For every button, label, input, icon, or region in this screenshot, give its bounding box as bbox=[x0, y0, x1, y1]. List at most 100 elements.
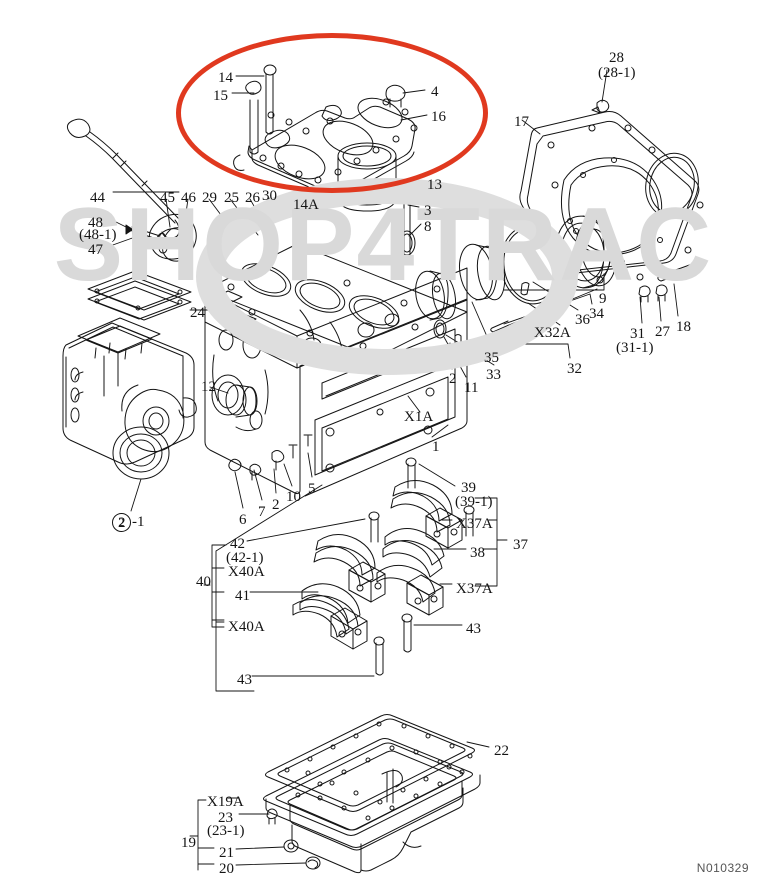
callout-x40a2: X40A bbox=[228, 619, 265, 635]
callout-n43a: 43 bbox=[466, 621, 481, 637]
seal-housing-part-35 bbox=[415, 270, 457, 321]
callout-n34: 34 bbox=[589, 306, 604, 322]
washer-part-8 bbox=[398, 230, 416, 256]
callout-n33: 33 bbox=[486, 367, 501, 383]
callout-n23: 23 bbox=[218, 810, 233, 826]
callout-n14: 14 bbox=[218, 70, 233, 86]
callout-n40: 40 bbox=[196, 574, 211, 590]
dipstick-part-44 bbox=[66, 118, 180, 239]
head-bolt-part-15 bbox=[245, 80, 262, 155]
callout-n7: 7 bbox=[258, 504, 266, 520]
nut-part-31 bbox=[638, 285, 651, 303]
callout-n18: 18 bbox=[676, 319, 691, 335]
pin-part-32 bbox=[520, 282, 530, 296]
circled-number-suffix: -1 bbox=[132, 514, 145, 530]
transmission-housing-part-2-1 bbox=[62, 317, 197, 480]
callout-n13: 13 bbox=[427, 177, 442, 193]
callout-n9: 9 bbox=[599, 291, 607, 307]
callout-n27: 27 bbox=[655, 324, 670, 340]
circled-number: 2 bbox=[112, 513, 131, 532]
callout-n39: 39 bbox=[461, 480, 476, 496]
callout-n35: 35 bbox=[484, 350, 499, 366]
callout-n48: 48 bbox=[88, 215, 103, 231]
callout-x37a2: X37A bbox=[456, 581, 493, 597]
callout-n14a: 14A bbox=[293, 197, 319, 213]
callout-x37a1: X37A bbox=[456, 516, 493, 532]
callout-circled-2-1: 2 -1 bbox=[112, 513, 145, 532]
callout-n20: 20 bbox=[219, 861, 234, 877]
dowel-pin-part-18 bbox=[657, 262, 699, 282]
nut-part-27 bbox=[655, 284, 668, 302]
callout-n48_1: (48-1) bbox=[79, 227, 117, 243]
oil-pan bbox=[263, 738, 481, 874]
callout-n41: 41 bbox=[235, 588, 250, 604]
drain-plug-part-23 bbox=[266, 808, 278, 825]
callout-n38: 38 bbox=[470, 545, 485, 561]
callout-n46: 46 bbox=[181, 190, 196, 206]
bolt-part-48 bbox=[125, 224, 166, 246]
callout-n15: 15 bbox=[213, 88, 228, 104]
plug-part-20 bbox=[305, 856, 321, 870]
callout-n30: 30 bbox=[262, 188, 277, 204]
callout-n45: 45 bbox=[160, 190, 175, 206]
head-bolt-part-14 bbox=[263, 64, 277, 135]
callout-n10: 10 bbox=[286, 489, 301, 505]
callout-n31_1: (31-1) bbox=[616, 340, 654, 356]
callout-n11: 11 bbox=[464, 380, 479, 396]
callout-n22: 22 bbox=[494, 743, 509, 759]
callout-n39_1: (39-1) bbox=[455, 494, 493, 510]
callout-n8: 8 bbox=[424, 219, 432, 235]
callout-n2a: 2 bbox=[118, 515, 126, 531]
callout-n6: 6 bbox=[239, 512, 247, 528]
callout-n5: 5 bbox=[308, 481, 316, 497]
washer-part-21 bbox=[283, 839, 299, 853]
callout-n2c: 2 bbox=[449, 371, 457, 387]
callout-n29: 29 bbox=[202, 190, 217, 206]
callout-n17: 17 bbox=[514, 114, 529, 130]
side-cover-part-24 bbox=[87, 270, 192, 321]
callout-n26: 26 bbox=[245, 190, 260, 206]
callout-n47: 47 bbox=[88, 242, 103, 258]
callout-n3: 3 bbox=[424, 203, 432, 219]
callout-n42: 42 bbox=[230, 536, 245, 552]
seal-housing-part-33 bbox=[459, 243, 506, 301]
callout-n43b: 43 bbox=[237, 672, 252, 688]
callout-n2b: 2 bbox=[272, 497, 280, 513]
callout-n21: 21 bbox=[219, 845, 234, 861]
gasket-part-46 bbox=[161, 227, 194, 262]
cylinder-block-part-1 bbox=[204, 243, 468, 497]
flywheel-housing-part-17 bbox=[519, 111, 704, 284]
callout-n16: 16 bbox=[431, 109, 446, 125]
callout-n42_1: (42-1) bbox=[226, 550, 264, 566]
retainer-part-34 bbox=[555, 215, 617, 289]
callout-n12: 12 bbox=[201, 379, 216, 395]
callout-n19: 19 bbox=[181, 835, 196, 851]
o-ring-part-36 bbox=[500, 225, 562, 305]
callout-n4: 4 bbox=[431, 84, 439, 100]
callout-n44: 44 bbox=[90, 190, 105, 206]
nut-part-4 bbox=[385, 84, 406, 108]
fasteners-under-block bbox=[228, 434, 313, 481]
main-bearing-group-37 bbox=[376, 457, 463, 653]
callout-x19a: X19A bbox=[207, 794, 244, 810]
pin-part-9 bbox=[490, 320, 510, 333]
callout-n36: 36 bbox=[575, 312, 590, 328]
head-gasket-part-16 bbox=[233, 97, 418, 199]
oil-pan-gasket-part-22 bbox=[265, 714, 475, 812]
callout-n32: 32 bbox=[567, 361, 582, 377]
callout-n25: 25 bbox=[224, 190, 239, 206]
callout-n1: 1 bbox=[432, 439, 440, 455]
callout-x32a: X32A bbox=[534, 325, 571, 341]
drawing-id-label: N010329 bbox=[696, 861, 749, 875]
callout-n31: 31 bbox=[630, 326, 645, 342]
small-ring-part-11 bbox=[433, 319, 447, 339]
main-bearing-group-40 bbox=[292, 505, 475, 676]
callout-n28: 28 bbox=[609, 50, 624, 66]
callout-n24: 24 bbox=[190, 305, 205, 321]
callout-n37: 37 bbox=[513, 537, 528, 553]
callout-x1a: X1A bbox=[404, 409, 434, 425]
callout-n23_1: (23-1) bbox=[207, 823, 245, 839]
plug-part-28 bbox=[591, 99, 610, 114]
